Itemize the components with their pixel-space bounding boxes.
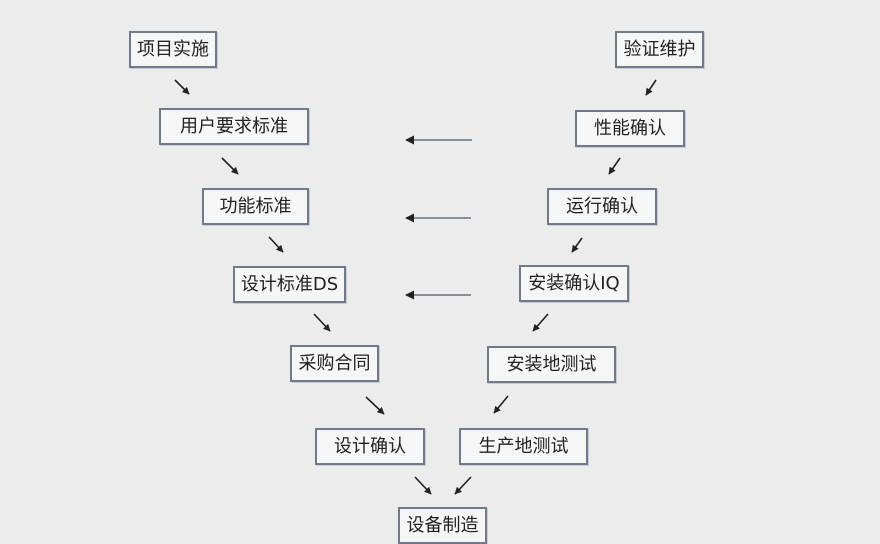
arrow-gnbz-to-sjbz <box>268 236 284 253</box>
arrow-yxqr-to-azqr <box>571 237 583 253</box>
node-xingneng-queren: 性能确认 <box>575 110 685 147</box>
node-shengchandi-ceshi: 生产地测试 <box>459 428 588 465</box>
node-sheji-biaozhun-ds: 设计标准DS <box>233 266 346 303</box>
arrow-cght-to-sjqr <box>365 396 385 415</box>
node-caigou-hetong: 采购合同 <box>290 345 379 382</box>
node-yanzheng-weihu: 验证维护 <box>615 31 704 68</box>
arrow-xmss-to-yhyq <box>174 79 190 95</box>
arrow-scdcs-to-sbzz <box>454 476 472 495</box>
node-gongneng-biaozhun: 功能标准 <box>202 188 309 225</box>
node-anzhuangdi-ceshi: 安装地测试 <box>487 346 616 383</box>
arrow-yzwh-to-xnqr <box>645 79 657 96</box>
arrow-sjqr-to-sbzz <box>414 476 432 495</box>
node-shebei-zhizao: 设备制造 <box>398 507 487 544</box>
arrow-xnqr-to-yxqr <box>608 157 621 175</box>
arrow-azdcs-to-scdcs <box>493 395 509 414</box>
arrow-azqr-to-azdcs <box>532 313 549 332</box>
node-xiangmu-shishi: 项目实施 <box>129 31 217 68</box>
arrow-sjbz-to-cght <box>313 313 331 332</box>
node-yunxing-queren: 运行确认 <box>547 188 657 225</box>
arrow-yhyq-to-gnbz <box>221 157 239 175</box>
node-yonghu-yaoqiu-biaozhun: 用户要求标准 <box>159 108 309 145</box>
node-sheji-queren: 设计确认 <box>315 428 425 465</box>
node-anzhuang-queren-iq: 安装确认IQ <box>519 265 629 302</box>
